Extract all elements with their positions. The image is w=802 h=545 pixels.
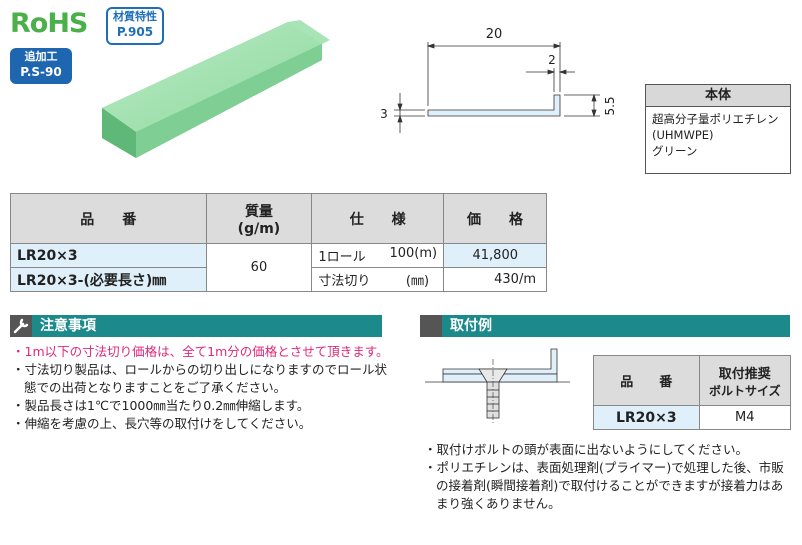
price-cell: 41,800 — [443, 243, 547, 268]
header-mass-unit: (g/m) — [237, 220, 281, 237]
mounting-heading: 取付例 — [420, 315, 790, 337]
material-name: 超高分子量ポリエチレン — [652, 112, 779, 126]
caution-title: 注意事項 — [40, 318, 96, 334]
material-box: 本体 超高分子量ポリエチレン (UHMWPE) グリーン — [645, 84, 791, 174]
spec-cell: 寸法切り (㎜) — [311, 267, 445, 292]
bolt-header-size: 取付推奨 ボルトサイズ — [698, 355, 792, 406]
list-item: ・取付けボルトの頭が表面に出ないようにしてください。 — [424, 442, 749, 457]
material-badge-label: 材質特性 — [113, 10, 157, 23]
material-color: グリーン — [652, 144, 698, 158]
list-item: ・伸縮を考慮の上、長穴等の取付けをしてください。 — [12, 416, 312, 431]
price-cell: 430/m — [443, 267, 547, 292]
list-item: ・製品長さは1℃で1000㎜当たり0.2㎜伸縮します。 — [12, 398, 310, 413]
caution-list: ・1m以下の寸法切り価格は、全て1m分の価格とさせて頂きます。 ・寸法切り製品は… — [12, 343, 392, 433]
mounting-notes: ・取付けボルトの頭が表面に出ないようにしてください。 ・ポリエチレンは、表面処理… — [424, 441, 794, 513]
table-row: LR20×3-(必要長さ)㎜ 寸法切り (㎜) 430/m — [10, 267, 547, 292]
section-marker-icon — [420, 315, 442, 337]
list-item: ・ポリエチレンは、表面処理剤(プライマー)で処理した後、市販の接着剤(瞬間接着剤… — [424, 460, 784, 511]
spec-table: 品 番 質量 (g/m) 仕 様 価 格 LR20×3 60 1ロール 100(… — [10, 193, 547, 292]
header-part-no: 品 番 — [10, 193, 207, 244]
rohs-logo: RoHS — [10, 8, 88, 39]
spec-name: 1ロール — [318, 250, 366, 265]
cross-section-drawing: 20 2 3 5.5 — [380, 27, 617, 133]
bolt-header-size-line2: ボルトサイズ — [708, 383, 781, 398]
part-no-cell: LR20×3-(必要長さ)㎜ — [10, 267, 207, 292]
bolt-header-part: 品 番 — [593, 355, 700, 406]
wrench-icon — [10, 315, 32, 337]
part-no-cell: LR20×3 — [10, 243, 207, 268]
spec-cell: 1ロール 100(m) — [311, 243, 445, 268]
bolt-header-size-line1: 取付推奨 — [718, 366, 771, 382]
table-row: LR20×3 M4 — [593, 405, 792, 430]
dim-lip-width: 2 — [548, 53, 556, 67]
header-price: 価 格 — [443, 193, 547, 244]
caution-heading: 注意事項 — [10, 315, 382, 337]
mass-cell: 60 — [205, 243, 313, 292]
bolt-table-header: 品 番 取付推奨 ボルトサイズ — [593, 355, 792, 406]
header-mass-label: 質量 — [244, 203, 273, 220]
bolt-part-no: LR20×3 — [593, 405, 700, 430]
mounting-drawing — [425, 348, 570, 425]
dim-lip-height: 5.5 — [603, 96, 617, 115]
table-row: LR20×3 60 1ロール 100(m) 41,800 — [10, 243, 547, 292]
material-badge-page: P.905 — [116, 25, 154, 39]
list-item: ・寸法切り製品は、ロールからの切り出しになりますのでロール状態での出荷となります… — [12, 362, 388, 395]
spec-table-header: 品 番 質量 (g/m) 仕 様 価 格 — [10, 193, 547, 244]
dim-thickness: 3 — [380, 107, 388, 121]
list-item: ・1m以下の寸法切り価格は、全て1m分の価格とさせて頂きます。 — [12, 344, 389, 359]
header-mass: 質量 (g/m) — [205, 193, 313, 244]
material-properties-badge: 材質特性 P.905 — [106, 7, 164, 45]
bolt-size-table: 品 番 取付推奨 ボルトサイズ LR20×3 M4 — [593, 355, 792, 430]
bolt-size: M4 — [698, 405, 792, 430]
product-image — [102, 20, 330, 158]
spec-value: 100(m) — [389, 246, 438, 261]
spec-name: 寸法切り — [318, 274, 371, 289]
machining-badge-label: 追加工 — [24, 50, 58, 63]
material-abbreviation: (UHMWPE) — [652, 128, 714, 142]
mounting-title: 取付例 — [450, 318, 492, 334]
machining-badge-page: P.S-90 — [20, 65, 62, 79]
additional-machining-badge: 追加工 P.S-90 — [10, 48, 72, 84]
material-header: 本体 — [646, 85, 790, 107]
dim-width: 20 — [486, 27, 503, 42]
spec-value: (㎜) — [405, 274, 430, 289]
header-spec: 仕 様 — [311, 193, 445, 244]
